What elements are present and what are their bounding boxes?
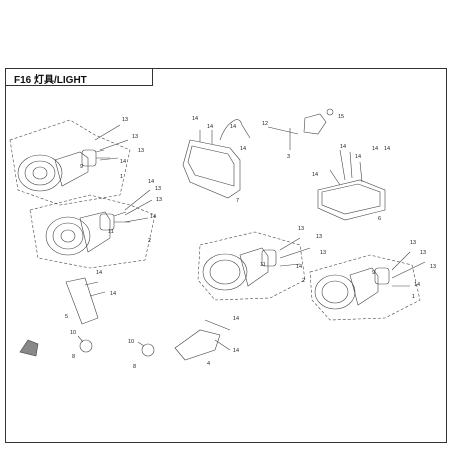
svg-text:3: 3 <box>287 154 290 160</box>
front-direction-arrow-icon <box>19 339 39 357</box>
svg-text:13: 13 <box>122 117 128 123</box>
diagram-frame <box>5 68 447 443</box>
small-reflectors <box>77 335 155 357</box>
callout-labels: 13 13 13 14 1 9 14 13 13 14 2 11 14 14 1… <box>65 114 436 370</box>
svg-text:14: 14 <box>96 270 102 276</box>
svg-text:9: 9 <box>80 164 83 170</box>
svg-text:14: 14 <box>192 116 198 122</box>
svg-text:13: 13 <box>156 197 162 203</box>
svg-text:14: 14 <box>240 146 246 152</box>
svg-text:14: 14 <box>148 179 154 185</box>
svg-text:13: 13 <box>298 226 304 232</box>
reflector-left <box>65 277 106 325</box>
svg-text:8: 8 <box>72 354 75 360</box>
svg-text:14: 14 <box>355 154 361 160</box>
svg-text:6: 6 <box>378 216 381 222</box>
svg-text:14: 14 <box>150 214 156 220</box>
svg-text:13: 13 <box>155 186 161 192</box>
svg-text:5: 5 <box>65 314 68 320</box>
svg-text:13: 13 <box>316 234 322 240</box>
svg-text:10: 10 <box>70 330 76 336</box>
svg-text:7: 7 <box>236 198 239 204</box>
svg-text:14: 14 <box>312 172 318 178</box>
svg-text:13: 13 <box>132 134 138 140</box>
svg-text:12: 12 <box>262 121 268 127</box>
headlamp-assembly-lower-left <box>29 189 156 269</box>
svg-text:2: 2 <box>302 278 305 284</box>
svg-text:1: 1 <box>412 294 415 300</box>
svg-text:14: 14 <box>233 316 239 322</box>
svg-text:11: 11 <box>260 262 266 268</box>
svg-text:13: 13 <box>430 264 436 270</box>
svg-text:14: 14 <box>372 146 378 152</box>
headlamp-assembly-center <box>197 231 311 301</box>
bracket-part-4 <box>174 319 231 361</box>
svg-text:1: 1 <box>120 174 123 180</box>
title-tab <box>5 68 153 86</box>
tail-light-right <box>317 149 386 221</box>
svg-text:13: 13 <box>138 148 144 154</box>
svg-text:14: 14 <box>120 159 126 165</box>
svg-text:11: 11 <box>108 229 114 235</box>
svg-text:13: 13 <box>320 250 326 256</box>
svg-text:14: 14 <box>110 291 116 297</box>
svg-text:13: 13 <box>410 240 416 246</box>
bulb-assembly <box>267 108 334 150</box>
svg-text:14: 14 <box>233 348 239 354</box>
headlamp-assembly-right <box>309 251 426 321</box>
svg-text:14: 14 <box>207 124 213 130</box>
svg-text:14: 14 <box>230 124 236 130</box>
svg-text:13: 13 <box>420 250 426 256</box>
svg-text:14: 14 <box>384 146 390 152</box>
svg-text:8: 8 <box>133 364 136 370</box>
tail-light-housing <box>182 119 251 199</box>
svg-text:9: 9 <box>372 270 375 276</box>
svg-text:2: 2 <box>148 238 151 244</box>
svg-text:14: 14 <box>340 144 346 150</box>
svg-text:14: 14 <box>296 264 302 270</box>
headlamp-assembly-upper-left <box>9 119 131 206</box>
diagram-title: F16 灯具/LIGHT <box>14 75 87 86</box>
svg-text:4: 4 <box>207 361 210 367</box>
svg-text:10: 10 <box>128 339 134 345</box>
svg-text:15: 15 <box>338 114 344 120</box>
svg-text:14: 14 <box>414 282 420 288</box>
